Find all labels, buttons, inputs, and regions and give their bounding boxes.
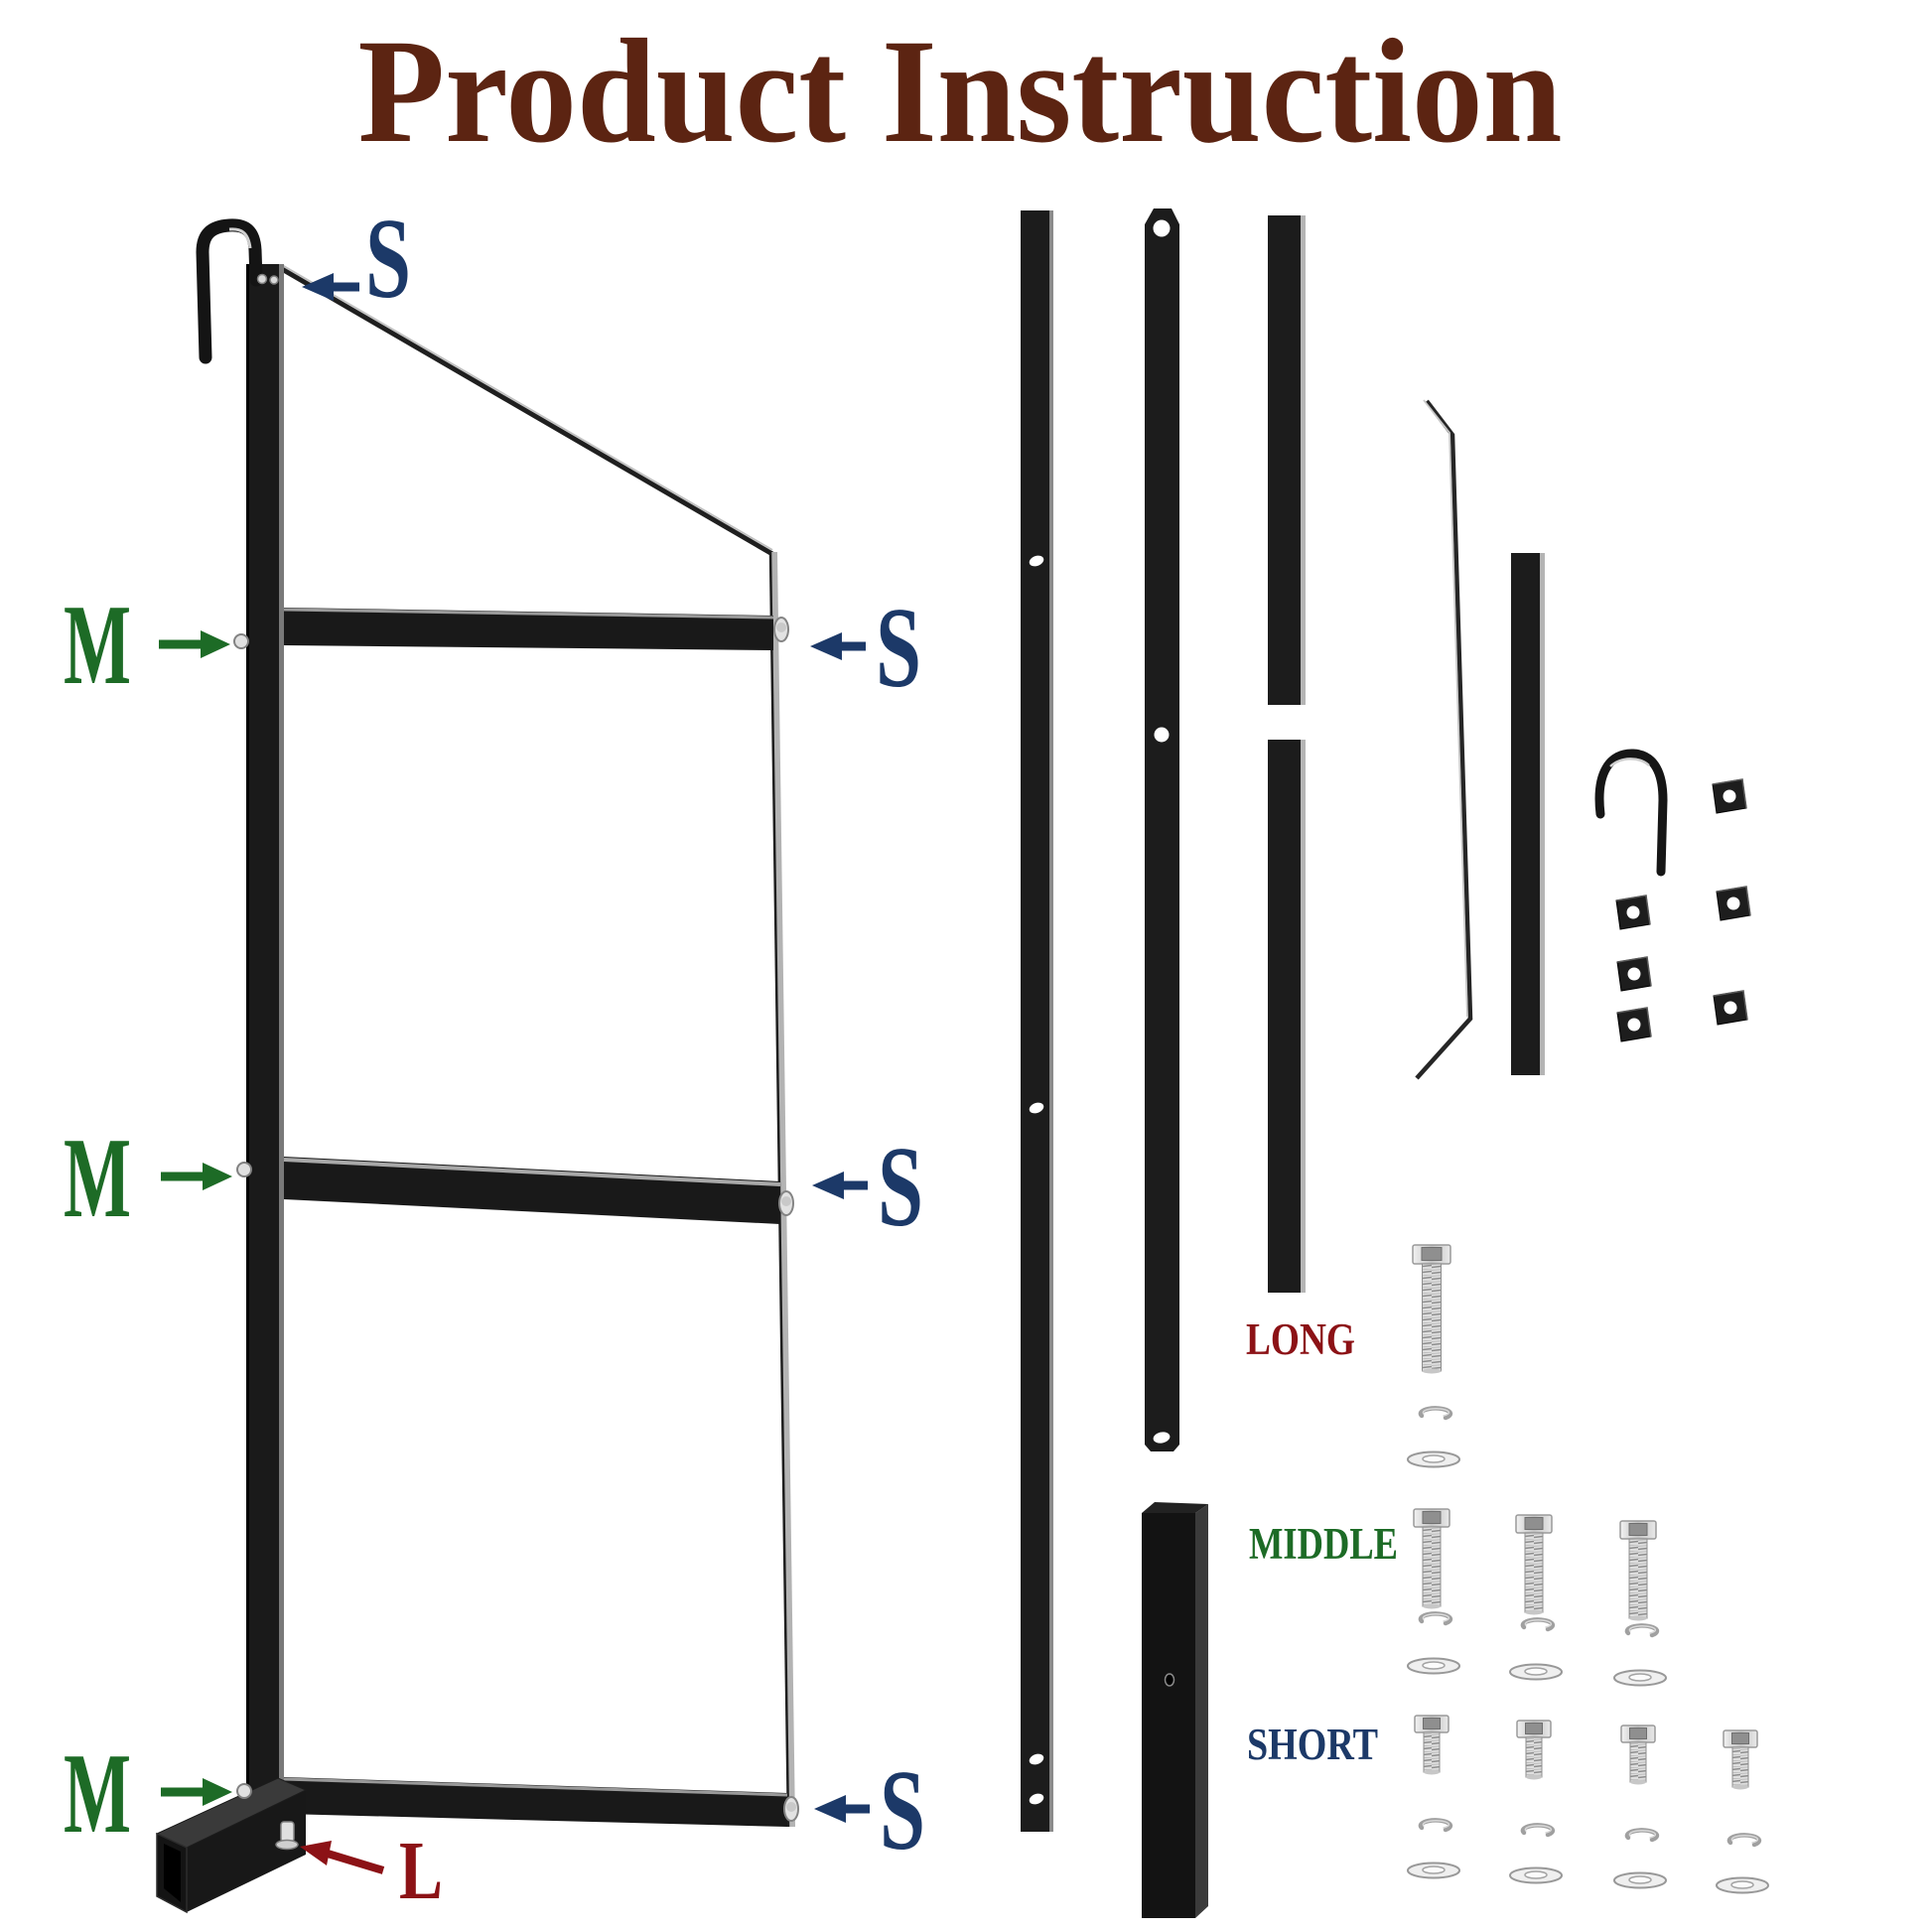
m3-arrow-head [203,1778,232,1806]
square-nut [1713,990,1748,1026]
short-flat-washer [1407,1862,1460,1879]
hanging-hook [196,218,263,364]
middle-lock-washer [1523,1619,1553,1629]
short-flat-washer [1716,1876,1769,1894]
middle-section-label: MIDDLE [1249,1519,1398,1569]
short-lock-washer [1421,1820,1450,1830]
j-hook [1594,749,1668,877]
m3-label: M [64,1730,131,1857]
callout-s-4: S [814,1747,925,1873]
square-nut [1712,778,1747,814]
flat-bar-drilled [1145,208,1179,1451]
l-arrow-line [326,1850,385,1874]
main-post [246,264,284,1864]
brace-rod [1415,399,1473,1080]
s2-label: S [876,585,921,711]
short-section-label: SHORT [1247,1720,1378,1769]
long-flat-washer [1407,1450,1460,1468]
short-bolt [1620,1725,1656,1786]
m-bolt-bottom [236,1783,252,1799]
s2-arrow-head [810,632,842,660]
l-arrow-head [300,1841,332,1865]
m-bolt-middle [236,1162,252,1177]
l-label: L [399,1825,443,1917]
receiver-tube [1142,1502,1208,1918]
square-nut [1716,886,1751,921]
m1-label: M [64,582,131,708]
square-nut [1616,1007,1652,1042]
s3-label: S [878,1124,923,1250]
short-lock-washer [1523,1825,1553,1835]
hardware-sections: LONG MIDDLE SHORT [1246,1314,1398,1769]
loose-parts [1021,208,1668,1918]
middle-lock-washer [1627,1625,1657,1635]
short-lock-washer [1627,1830,1657,1840]
crossbar-top [283,608,774,650]
short-flat-washer [1613,1871,1667,1889]
middle-flat-washer [1509,1663,1563,1681]
m1-arrow-head [201,630,230,658]
s-bolt-top [773,617,789,642]
short-bolt [1414,1715,1449,1776]
s-bolt-middle [778,1190,794,1216]
callout-m-2: M [64,1115,232,1241]
middle-flat-washer [1613,1669,1667,1687]
middle-bolt [1515,1514,1553,1616]
l-bolt [275,1821,299,1851]
short-lock-washer [1729,1835,1759,1845]
s1-label: S [365,196,411,322]
short-bolt [1723,1729,1758,1791]
short-flat-washer [1509,1866,1563,1884]
long-lock-washer [1421,1408,1450,1418]
hitch-tube [155,1777,308,1914]
callout-m-1: M [64,582,230,708]
s-bolt-bottom [783,1796,799,1822]
flat-bar-long [1021,210,1053,1832]
hook-top-bolt [256,273,279,285]
s4-label: S [880,1747,925,1873]
assembled-unit [155,218,799,1914]
callout-s-3: S [812,1124,923,1250]
crossbar-middle [283,1157,781,1224]
callout-s-1: S [302,196,411,322]
middle-bolt [1413,1508,1450,1610]
m2-arrow-head [203,1163,232,1190]
page-title: Product Instruction [358,9,1563,174]
middle-flat-washer [1407,1657,1460,1675]
m2-label: M [64,1115,131,1241]
crossbar-bottom [283,1777,788,1827]
s3-arrow-head [812,1172,844,1199]
short-bolt [1516,1720,1552,1781]
flat-bar-short [1511,553,1545,1075]
diagonal-brace-wire [280,264,774,557]
long-section-label: LONG [1246,1314,1355,1364]
s1-arrow-head [302,273,334,301]
m-bolt-top [233,633,249,649]
long-bolt [1412,1244,1451,1375]
square-nut [1615,895,1651,930]
square-nut [1616,956,1652,992]
flat-bar-split [1268,215,1306,1293]
hardware-layer [1407,778,1769,1894]
callouts: S S S S M M M [64,196,925,1917]
callout-s-2: S [810,585,921,711]
s4-arrow-head [814,1795,846,1823]
callout-l: L [300,1825,443,1917]
middle-bolt [1619,1520,1657,1622]
callout-m-3: M [64,1730,232,1857]
middle-lock-washer [1421,1613,1450,1623]
